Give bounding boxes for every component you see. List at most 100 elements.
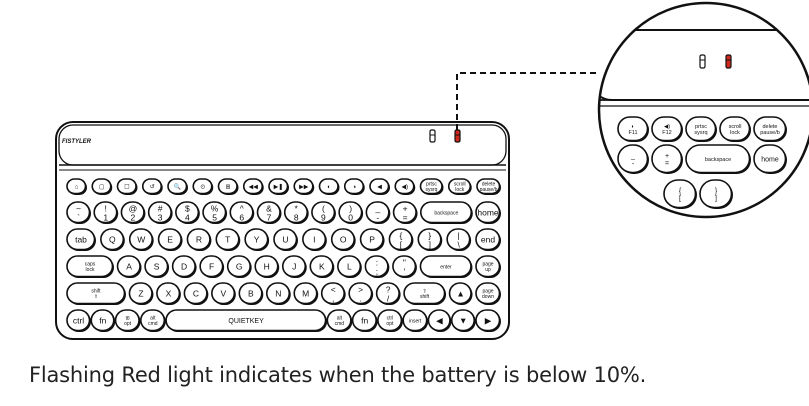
key-symbol[interactable]: ▢: [91, 178, 113, 195]
key-y[interactable]: Y: [244, 228, 270, 251]
key-shift[interactable]: ⇧shift: [403, 282, 447, 305]
key-n[interactable]: N: [265, 282, 291, 305]
key-d[interactable]: D: [171, 255, 197, 278]
key-f[interactable]: F: [199, 255, 225, 278]
key-v[interactable]: V: [211, 282, 236, 305]
key-symbol[interactable]: ▶❚: [268, 178, 289, 195]
key-c[interactable]: C: [183, 282, 209, 305]
key-symbol[interactable]: >.: [348, 282, 374, 305]
key-w[interactable]: W: [128, 228, 154, 251]
key-0[interactable]: )0: [338, 201, 364, 224]
key-symbol[interactable]: :;: [364, 255, 390, 278]
key-2[interactable]: @2: [120, 201, 146, 224]
key-symbol[interactable]: ◀): [394, 178, 416, 195]
key-3[interactable]: #3: [147, 201, 173, 224]
key-symbol[interactable]: }]: [699, 179, 733, 209]
key-symbol[interactable]: ⊞: [217, 178, 239, 195]
key-symbol[interactable]: }]: [417, 228, 443, 251]
key-symbol[interactable]: <,: [320, 282, 346, 305]
key-symbol[interactable]: ⌂: [66, 178, 87, 195]
key-symbol[interactable]: ☐: [116, 178, 138, 195]
key-i[interactable]: I: [302, 228, 327, 251]
key-l[interactable]: L: [337, 255, 362, 278]
key-x[interactable]: X: [156, 282, 181, 305]
key-ctrl[interactable]: ctrl: [66, 309, 91, 332]
key-9[interactable]: (9: [311, 201, 336, 224]
key-s[interactable]: S: [144, 255, 170, 278]
key-symbol[interactable]: "': [392, 255, 417, 278]
key-8[interactable]: *8: [283, 201, 309, 224]
key-enter[interactable]: enter: [419, 255, 473, 278]
key-5[interactable]: %5: [202, 201, 228, 224]
key-o[interactable]: O: [330, 228, 356, 251]
key-symbol[interactable]: ▶▶: [293, 178, 315, 195]
key-7[interactable]: &7: [256, 201, 282, 224]
key-fn[interactable]: fn: [90, 309, 116, 332]
key-z[interactable]: Z: [128, 282, 154, 305]
key-symbol[interactable]: ◀: [369, 178, 390, 195]
key-fn[interactable]: fn: [351, 309, 378, 332]
key-quietkey[interactable]: QUIETKEY: [165, 309, 328, 332]
key-symbol[interactable]: {[: [663, 179, 697, 209]
key-symbol[interactable]: ▶: [475, 309, 501, 332]
key-symbol[interactable]: +=: [392, 201, 418, 224]
key-b[interactable]: B: [238, 282, 264, 305]
key-symbol[interactable]: ↺: [141, 178, 163, 195]
key-4[interactable]: $4: [175, 201, 200, 224]
key-insert[interactable]: insert: [402, 309, 429, 332]
key-f12[interactable]: ◀)F12: [651, 116, 683, 142]
key-symbol[interactable]: ~`: [66, 201, 91, 224]
key-symbol[interactable]: 🔍: [167, 178, 188, 195]
key-1[interactable]: !1: [93, 201, 119, 224]
key-p[interactable]: P: [359, 228, 385, 251]
key-symbol[interactable]: ◐: [318, 178, 340, 195]
key-symbol[interactable]: ▼: [450, 309, 476, 332]
key-q[interactable]: Q: [100, 228, 125, 251]
key-backspace[interactable]: backspace: [419, 201, 473, 224]
key-symbol[interactable]: ◀: [427, 309, 452, 332]
key-opt[interactable]: ⊞opt: [114, 309, 141, 332]
key-t[interactable]: T: [215, 228, 241, 251]
key-symbol[interactable]: {[: [388, 228, 414, 251]
key-symbol[interactable]: ◑: [343, 178, 365, 195]
key-symbol[interactable]: ◀◀: [242, 178, 264, 195]
key-tab[interactable]: tab: [66, 228, 96, 251]
key-g[interactable]: G: [226, 255, 252, 278]
key-symbol[interactable]: _-: [365, 201, 391, 224]
key-symbol[interactable]: ?/: [375, 282, 401, 305]
key-home[interactable]: home: [475, 201, 501, 224]
key-j[interactable]: J: [281, 255, 307, 278]
key-shift[interactable]: shift⇧: [66, 282, 126, 305]
key-f11[interactable]: ◐F11: [617, 116, 649, 142]
key-symbol[interactable]: _-: [617, 144, 649, 174]
key-symbol[interactable]: ⊙: [192, 178, 214, 195]
key-backspace[interactable]: backspace: [685, 144, 751, 174]
key-k[interactable]: K: [309, 255, 335, 278]
key-label: ◐: [327, 185, 331, 191]
key-a[interactable]: A: [116, 255, 142, 278]
key-m[interactable]: M: [293, 282, 319, 305]
key-6[interactable]: ^6: [229, 201, 255, 224]
key-r[interactable]: R: [186, 228, 212, 251]
key-symbol[interactable]: +=: [651, 144, 683, 174]
key-e[interactable]: E: [157, 228, 183, 251]
key-symbol[interactable]: ▲: [448, 282, 473, 305]
key-h[interactable]: H: [254, 255, 280, 278]
key-end[interactable]: end: [475, 228, 501, 251]
key-symbol[interactable]: |\: [446, 228, 472, 251]
key-u[interactable]: U: [273, 228, 298, 251]
key-home[interactable]: home: [753, 144, 787, 174]
